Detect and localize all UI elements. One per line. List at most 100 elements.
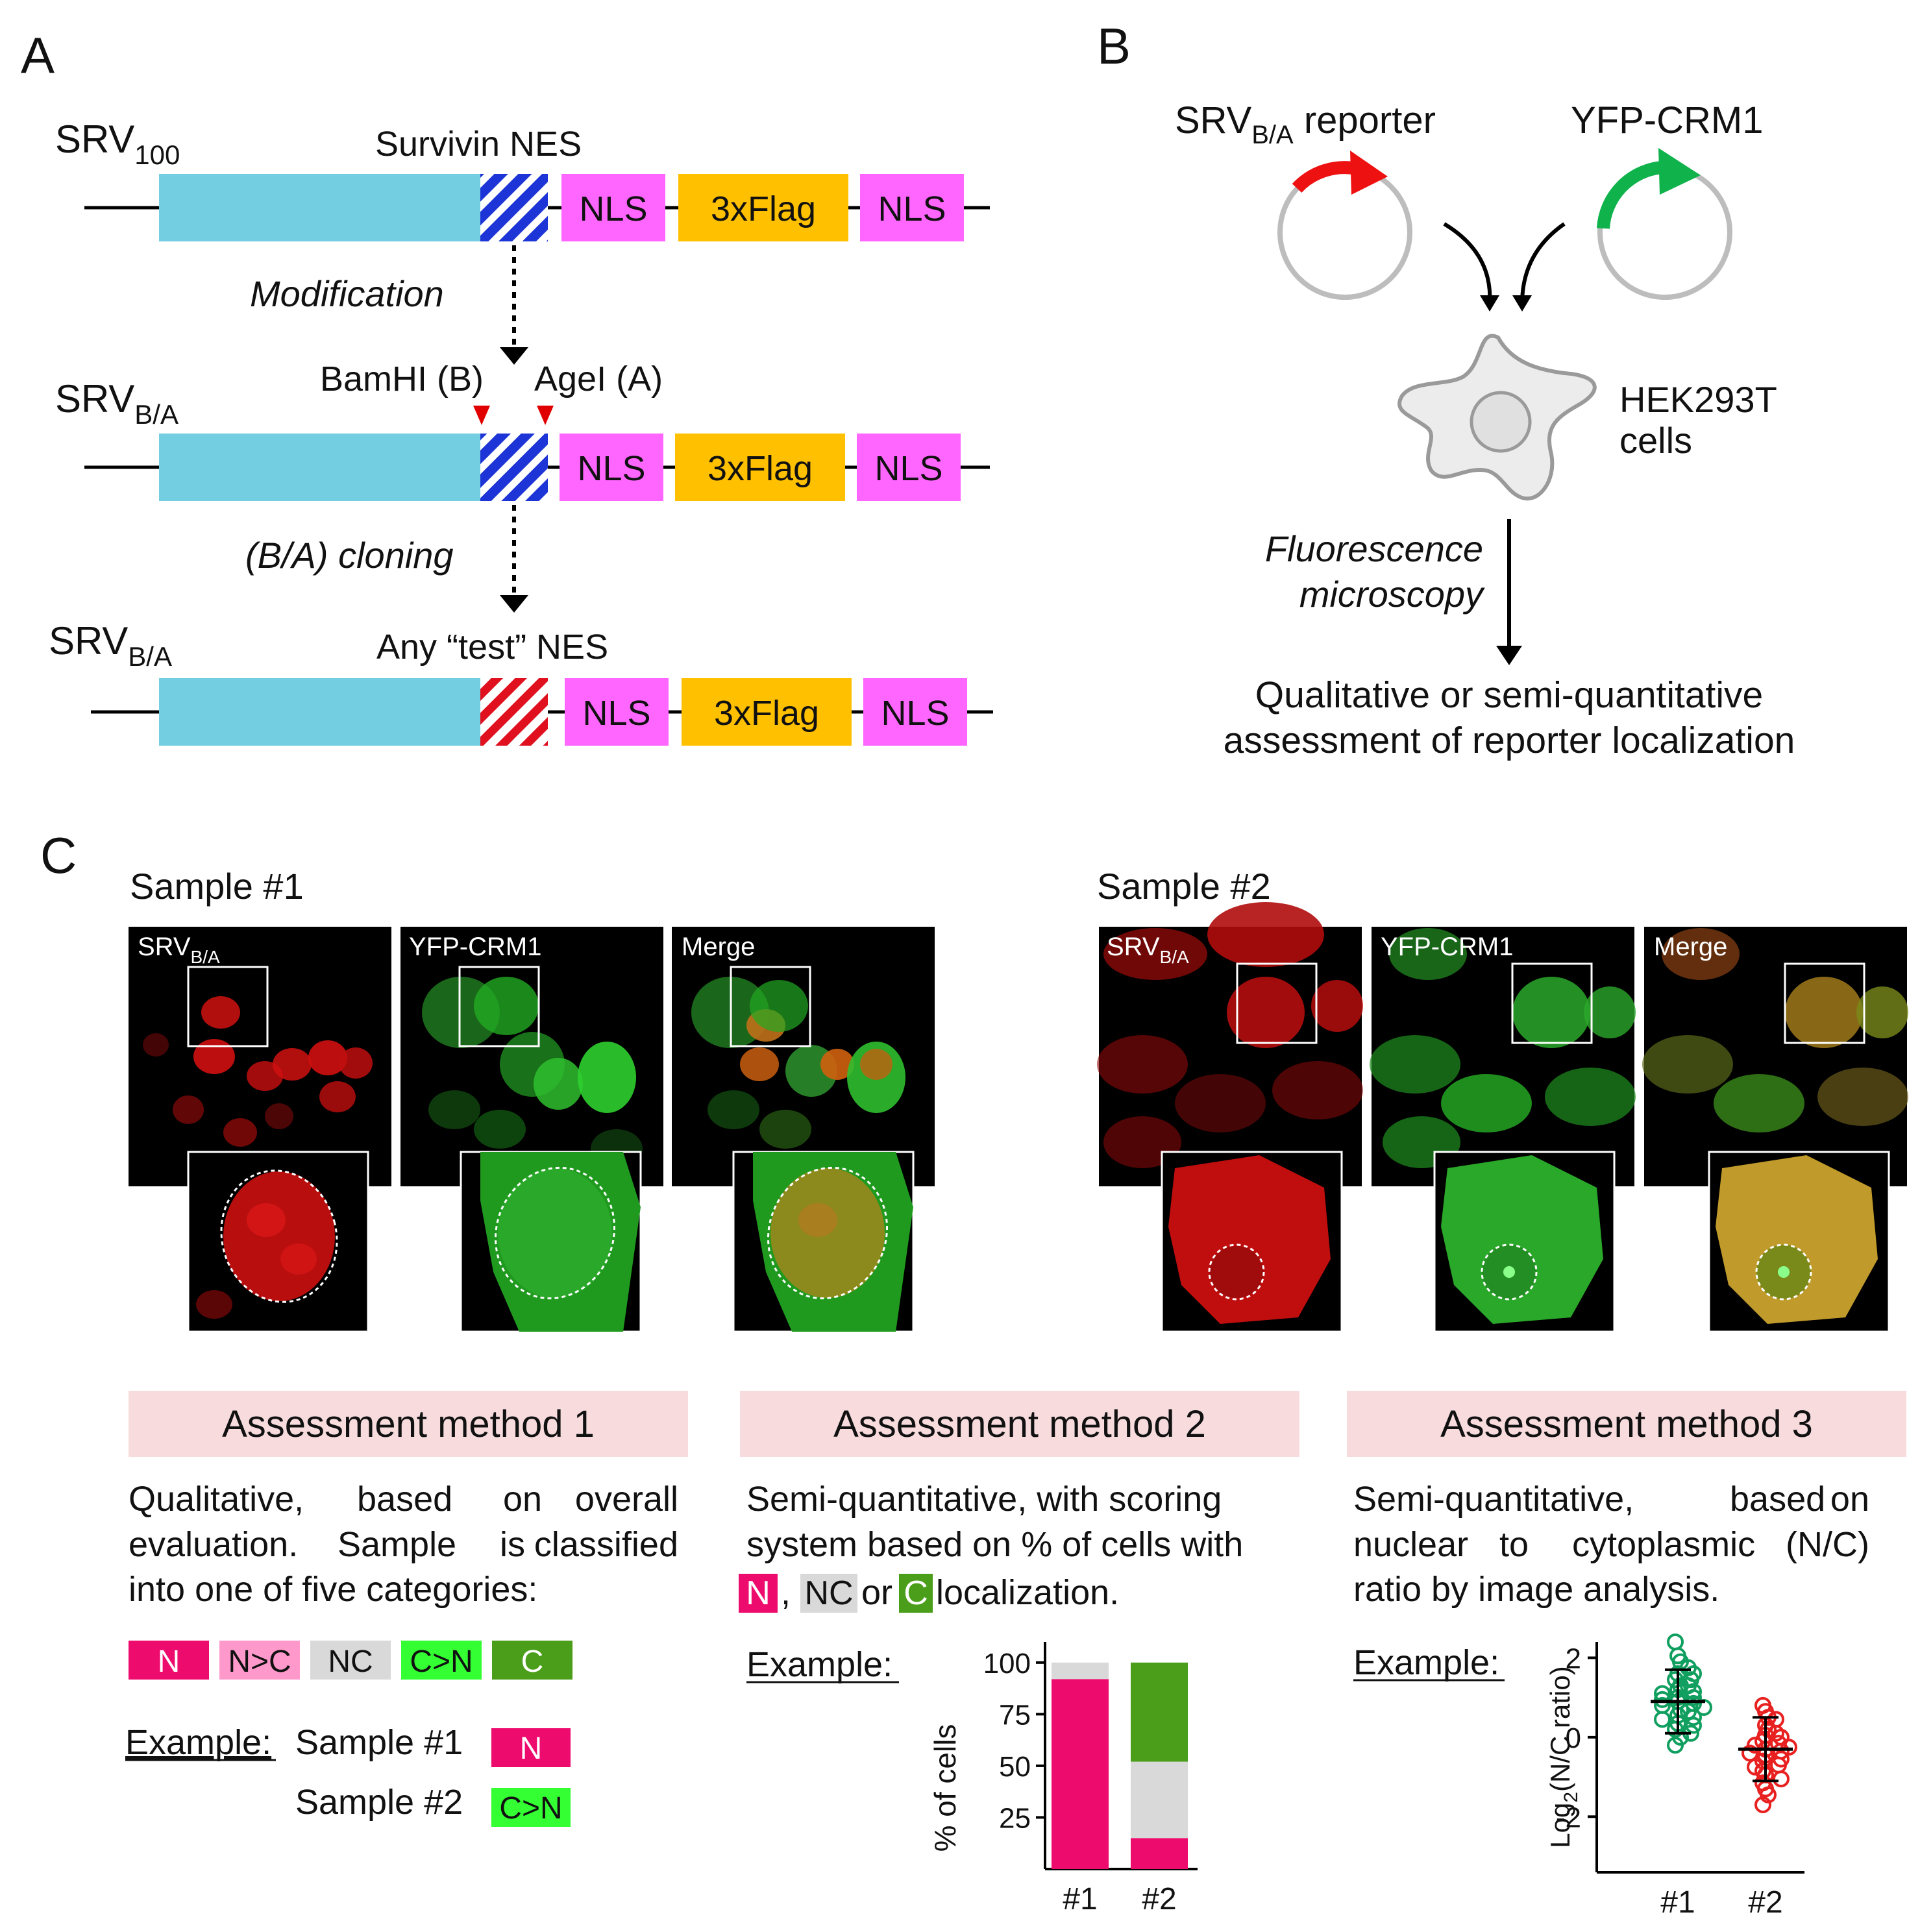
result-line-2: assessment of reporter localization bbox=[1224, 720, 1795, 761]
crm1-promoter-arrow bbox=[1597, 161, 1663, 229]
data-point bbox=[1685, 1717, 1702, 1734]
construct-srvba: SRVB/A BamHI (B) AgeI (A) NLS 3xFlag NLS bbox=[55, 360, 990, 501]
svg-text:on: on bbox=[503, 1480, 542, 1519]
sample2-srv-inset bbox=[1161, 1151, 1343, 1333]
method1-header bbox=[129, 1391, 688, 1457]
svg-text:NLS: NLS bbox=[577, 449, 645, 488]
svg-text:nuclear: nuclear bbox=[1353, 1525, 1468, 1564]
svg-text:N>C: N>C bbox=[228, 1645, 291, 1679]
y-tick-label: 75 bbox=[999, 1699, 1031, 1731]
method1-example-sample1: Sample #1 bbox=[295, 1723, 463, 1762]
method3-title: Assessment method 3 bbox=[1440, 1403, 1813, 1445]
data-point bbox=[1667, 1633, 1684, 1650]
y-tick-label: 100 bbox=[983, 1648, 1031, 1680]
svg-text:based: based bbox=[357, 1480, 452, 1519]
flag-box bbox=[682, 678, 852, 746]
srv100-label: SRV100 bbox=[55, 117, 180, 170]
x-tick-label: #1 bbox=[1063, 1882, 1097, 1916]
svg-text:localization.: localization. bbox=[936, 1573, 1119, 1612]
data-point bbox=[1685, 1683, 1702, 1700]
srvba-test-label: SRVB/A bbox=[49, 619, 172, 672]
sample1-title: Sample #1 bbox=[130, 866, 304, 907]
svg-text:NLS: NLS bbox=[874, 449, 942, 488]
microscopy-label: microscopy bbox=[1299, 574, 1485, 615]
sample2-merge-inset bbox=[1708, 1151, 1890, 1333]
y-tick-label: 2 bbox=[1566, 1643, 1581, 1674]
agei-site-marker bbox=[537, 406, 554, 425]
nls-box bbox=[565, 678, 669, 746]
svg-text:cytoplasmic: cytoplasmic bbox=[1572, 1525, 1755, 1564]
svg-text:C: C bbox=[521, 1645, 544, 1679]
cell-nucleus-icon bbox=[1470, 391, 1532, 453]
svg-text:NC: NC bbox=[804, 1574, 853, 1612]
sample1-merge-inset bbox=[732, 1151, 915, 1333]
sample2-yfp-micrograph: YFP-CRM1 bbox=[1370, 927, 1636, 1186]
bamhi-label: BamHI (B) bbox=[320, 360, 484, 398]
svg-text:based: based bbox=[1730, 1480, 1825, 1519]
agei-label: AgeI (A) bbox=[534, 360, 663, 398]
sample1-srv-micrograph: SRVB/A bbox=[129, 927, 391, 1186]
result-line-1: Qualitative or semi-quantitative bbox=[1255, 674, 1764, 716]
hek293t-label: HEK293T bbox=[1619, 379, 1777, 420]
svg-text:classified: classified bbox=[534, 1525, 678, 1564]
channel-label-srv: SRVB/A bbox=[138, 933, 220, 967]
channel-label-yfp: YFP-CRM1 bbox=[409, 933, 541, 961]
sample1-yfp-inset bbox=[460, 1151, 642, 1333]
data-point bbox=[1754, 1796, 1771, 1813]
y-axis-label: % of cells bbox=[928, 1724, 962, 1852]
svg-text:3xFlag: 3xFlag bbox=[714, 694, 819, 733]
svg-text:is: is bbox=[500, 1525, 525, 1564]
category-n-gt-c bbox=[219, 1641, 300, 1680]
yfp-crm1-label: YFP-CRM1 bbox=[1571, 99, 1763, 141]
srv-core-bar bbox=[159, 434, 480, 501]
sample2-yfp-inset bbox=[1433, 1151, 1616, 1333]
method2-title: Assessment method 2 bbox=[833, 1403, 1206, 1445]
method1-example-label: Example: bbox=[125, 1723, 271, 1762]
tag-n bbox=[739, 1574, 778, 1613]
svg-text:evaluation.: evaluation. bbox=[129, 1525, 298, 1564]
nls-box bbox=[561, 174, 665, 241]
sample2-merge-micrograph: Merge bbox=[1642, 927, 1908, 1186]
channel-label-merge: Merge bbox=[1654, 933, 1727, 961]
method3-header bbox=[1347, 1391, 1906, 1457]
test-nes-caption: Any “test” NES bbox=[376, 628, 608, 666]
srvba-label: SRVB/A bbox=[55, 377, 178, 430]
bar-segment-n bbox=[1131, 1838, 1188, 1869]
data-point bbox=[1685, 1689, 1702, 1706]
nls-box bbox=[560, 434, 663, 501]
svg-text:Qualitative,: Qualitative, bbox=[129, 1480, 304, 1519]
method2-line2: system based on % of cells with bbox=[746, 1525, 1243, 1564]
data-point bbox=[1667, 1737, 1684, 1754]
svg-text:NLS: NLS bbox=[582, 694, 650, 733]
survivin-nes-hatch bbox=[480, 174, 548, 241]
bar-segment-nc bbox=[1131, 1761, 1188, 1839]
y-tick-label: 25 bbox=[999, 1802, 1031, 1834]
svg-text:NC: NC bbox=[328, 1645, 373, 1679]
survivin-nes-caption: Survivin NES bbox=[375, 125, 582, 164]
svg-text:ratio by image analysis.: ratio by image analysis. bbox=[1353, 1570, 1719, 1609]
category-legend: N N>C NC C>N C bbox=[129, 1641, 572, 1680]
svg-text:Semi-quantitative,: Semi-quantitative, bbox=[1353, 1480, 1634, 1519]
bar-segment-nc bbox=[1052, 1662, 1109, 1680]
data-point bbox=[1654, 1691, 1671, 1708]
svg-text:3xFlag: 3xFlag bbox=[708, 449, 813, 488]
method1-text: Qualitative, based on overall evaluation… bbox=[129, 1480, 678, 1609]
svg-text:or: or bbox=[861, 1573, 892, 1612]
channel-label-srv: SRVB/A bbox=[1107, 933, 1189, 967]
svg-text:NLS: NLS bbox=[881, 694, 949, 733]
srv-core-bar bbox=[159, 678, 480, 746]
data-point bbox=[1773, 1770, 1790, 1788]
y-tick-label: -2 bbox=[1556, 1802, 1581, 1833]
tag-nc bbox=[800, 1574, 857, 1613]
y-tick-label: 0 bbox=[1566, 1722, 1581, 1754]
svg-text:(N/C): (N/C) bbox=[1786, 1525, 1869, 1564]
svg-text:C>N: C>N bbox=[410, 1645, 473, 1679]
survivin-nes-hatch bbox=[480, 434, 548, 501]
method3-example-label: Example: bbox=[1353, 1643, 1499, 1682]
tag-c bbox=[899, 1574, 933, 1613]
cloning-label: (B/A) cloning bbox=[245, 535, 454, 576]
svg-text:C: C bbox=[904, 1574, 928, 1612]
svg-text:NLS: NLS bbox=[579, 190, 647, 228]
